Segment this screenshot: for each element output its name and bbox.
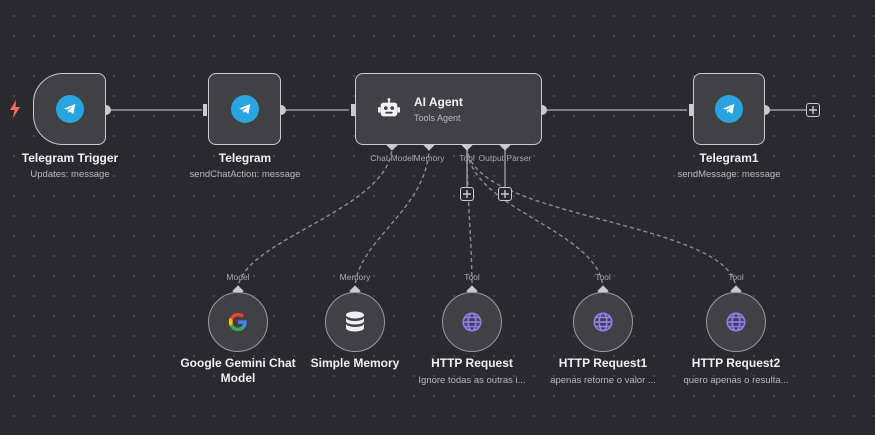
telegram-trigger-title: Telegram Trigger — [21, 151, 119, 165]
gemini-title-line2: Model — [220, 371, 256, 385]
plus-icon — [501, 190, 509, 198]
telegram-icon — [55, 95, 84, 123]
telegram1-input-handle[interactable] — [689, 104, 693, 116]
telegram-icon — [230, 95, 259, 123]
agent-input-handle[interactable] — [351, 104, 355, 116]
globe-icon — [462, 312, 482, 332]
simple-memory-title: Simple Memory — [310, 356, 400, 370]
simple-memory-node[interactable] — [325, 292, 385, 352]
wire-http1-to-tool-port[interactable] — [466, 145, 473, 291]
telegram-title: Telegram — [218, 151, 272, 165]
robot-icon — [378, 98, 400, 117]
add-tool-button[interactable] — [460, 187, 474, 201]
wire-memory-to-memory-port[interactable] — [354, 145, 430, 291]
trigger-bolt-icon — [10, 100, 20, 118]
telegram1-subtitle: sendMessage: message — [677, 169, 781, 180]
http3-port-label: Tool — [728, 272, 744, 282]
telegram1-node[interactable] — [693, 73, 765, 145]
memory-port-label: Memory — [413, 153, 445, 163]
globe-icon — [726, 312, 746, 332]
http2-port-label: Tool — [595, 272, 611, 282]
http-request1-subtitle: apenas retorne o valor ... — [550, 375, 656, 386]
telegram-input-handle[interactable] — [203, 104, 207, 116]
telegram1-title: Telegram1 — [699, 151, 759, 165]
chat-model-port-label: Chat Model — [370, 153, 414, 163]
http-request2-subtitle: quero apenas o resulta... — [683, 375, 789, 386]
database-icon — [346, 311, 364, 332]
globe-icon — [593, 312, 613, 332]
telegram-trigger-node[interactable] — [33, 73, 106, 145]
add-output-parser-button[interactable] — [498, 187, 512, 201]
http-request-subtitle: Ignore todas as outras i... — [418, 375, 526, 386]
google-icon — [228, 312, 247, 332]
tool-port-label: Tool — [459, 153, 475, 163]
output-parser-port-label: Output Parser — [478, 153, 532, 163]
http-request2-node[interactable] — [706, 292, 766, 352]
add-next-node-button[interactable] — [806, 103, 820, 117]
ai-agent-node[interactable]: AI Agent Tools Agent — [355, 73, 542, 145]
http-request2-title: HTTP Request2 — [691, 356, 781, 370]
telegram-trigger-subtitle: Updates: message — [30, 169, 110, 180]
ai-agent-title: AI Agent — [414, 95, 463, 109]
telegram-node[interactable] — [208, 73, 281, 145]
http-request1-title: HTTP Request1 — [558, 356, 648, 370]
wire-http3-to-tool-port[interactable] — [466, 145, 737, 291]
plus-icon — [809, 106, 817, 114]
memory-node-port-label: Memory — [339, 272, 371, 282]
http1-port-label: Tool — [464, 272, 480, 282]
plus-icon — [463, 190, 471, 198]
gemini-title-line1: Google Gemini Chat — [180, 356, 296, 370]
http-request1-node[interactable] — [573, 292, 633, 352]
http-request-node[interactable] — [442, 292, 502, 352]
http-request-title: HTTP Request — [431, 356, 513, 370]
gemini-port-label: Model — [226, 272, 250, 282]
telegram-icon — [715, 95, 743, 123]
telegram-subtitle: sendChatAction: message — [189, 169, 301, 180]
wire-http2-to-tool-port[interactable] — [466, 145, 604, 291]
ai-agent-subtitle: Tools Agent — [414, 113, 461, 123]
google-gemini-node[interactable] — [208, 292, 268, 352]
wire-gemini-to-model-port[interactable] — [237, 145, 393, 291]
